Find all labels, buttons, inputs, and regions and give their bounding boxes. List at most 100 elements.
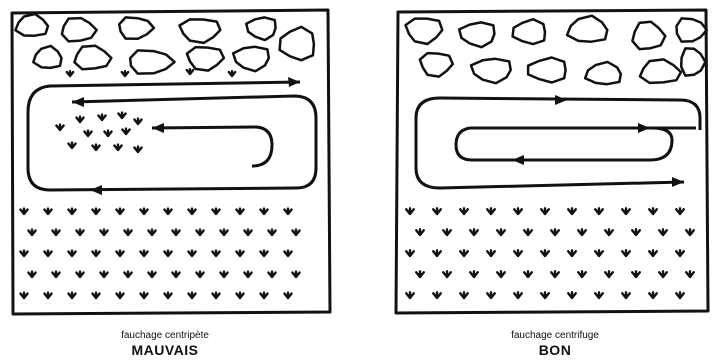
bush-shape <box>632 22 665 49</box>
bush-shape <box>119 17 154 38</box>
sprout-mark <box>416 229 424 235</box>
sprout-mark <box>260 293 267 298</box>
sprout-mark <box>649 292 657 298</box>
sprout-mark <box>622 208 630 214</box>
sprout-mark <box>578 229 586 235</box>
sprout-mark <box>20 293 27 298</box>
bush-shape <box>585 62 621 84</box>
sprout-mark <box>76 230 83 235</box>
right-bushes <box>406 16 707 85</box>
sprout-mark <box>100 272 107 277</box>
sprout-mark <box>514 208 522 214</box>
left-center-sprouts <box>56 113 141 152</box>
sprout-mark <box>116 209 123 214</box>
bush-shape <box>459 22 494 47</box>
sprout-mark <box>676 250 684 256</box>
sprout-mark <box>124 272 131 277</box>
sprout-mark <box>44 251 51 256</box>
sprout-mark <box>568 208 576 214</box>
sprout-mark <box>68 143 75 148</box>
sprout-mark <box>284 293 291 298</box>
sprout-mark <box>460 292 468 298</box>
sprout-mark <box>229 71 235 76</box>
sprout-mark <box>236 251 243 256</box>
sprout-mark <box>92 293 99 298</box>
sprout-mark <box>514 250 522 256</box>
sprout-mark <box>406 292 414 298</box>
left-caption: fauchage centripète <box>0 330 330 341</box>
left-inner-spiral <box>152 127 272 166</box>
sprout-mark <box>20 209 27 214</box>
sprout-mark <box>460 250 468 256</box>
sprout-mark <box>487 292 495 298</box>
bush-shape <box>62 18 97 41</box>
sprout-mark <box>52 272 59 277</box>
bush-shape <box>233 47 269 71</box>
bush-shape <box>513 19 545 44</box>
sprout-mark <box>122 129 129 134</box>
sprout-mark <box>236 293 243 298</box>
sprout-mark <box>632 229 640 235</box>
sprout-mark <box>260 251 267 256</box>
sprout-mark <box>67 71 73 76</box>
sprout-mark <box>541 292 549 298</box>
sprout-mark <box>524 271 532 277</box>
sprout-mark <box>497 271 505 277</box>
sprout-mark <box>68 251 75 256</box>
sprout-mark <box>188 209 195 214</box>
sprout-mark <box>676 208 684 214</box>
sprout-mark <box>568 250 576 256</box>
sprout-mark <box>98 115 105 120</box>
bush-shape <box>280 27 314 60</box>
left-bottom-sprouts <box>20 209 299 298</box>
sprout-mark <box>92 145 99 150</box>
sprout-mark <box>134 119 141 124</box>
sprout-mark <box>605 229 613 235</box>
sprout-mark <box>220 272 227 277</box>
sprout-mark <box>605 271 613 277</box>
right-panel <box>396 10 708 313</box>
sprout-mark <box>114 145 121 150</box>
sprout-mark <box>76 272 83 277</box>
sprout-mark <box>236 209 243 214</box>
sprout-mark <box>443 229 451 235</box>
sprout-mark <box>406 250 414 256</box>
sprout-mark <box>56 125 63 130</box>
sprout-mark <box>659 271 667 277</box>
sprout-mark <box>268 230 275 235</box>
right-caption: fauchage centrifuge <box>390 330 720 341</box>
sprout-mark <box>172 230 179 235</box>
sprout-mark <box>470 229 478 235</box>
sprout-mark <box>595 292 603 298</box>
sprout-mark <box>220 230 227 235</box>
sprout-mark <box>649 250 657 256</box>
sprout-mark <box>686 229 694 235</box>
bush-shape <box>74 46 111 69</box>
left-panel <box>12 10 330 314</box>
sprout-mark <box>443 271 451 277</box>
sprout-mark <box>541 250 549 256</box>
sprout-mark <box>212 251 219 256</box>
sprout-mark <box>260 209 267 214</box>
sprout-mark <box>92 209 99 214</box>
bush-shape <box>640 59 681 83</box>
sprout-mark <box>595 208 603 214</box>
bush-shape <box>406 19 443 44</box>
sprout-mark <box>487 208 495 214</box>
sprout-mark <box>148 230 155 235</box>
sprout-mark <box>632 271 640 277</box>
left-bushes <box>15 14 314 74</box>
sprout-mark <box>28 272 35 277</box>
bush-shape <box>677 18 707 41</box>
sprout-mark <box>406 208 414 214</box>
sprout-mark <box>52 230 59 235</box>
bush-shape <box>15 14 48 36</box>
sprout-mark <box>244 230 251 235</box>
sprout-mark <box>212 293 219 298</box>
sprout-mark <box>284 251 291 256</box>
sprout-mark <box>44 293 51 298</box>
sprout-mark <box>104 131 111 136</box>
left-verdict: MAUVAIS <box>0 342 330 358</box>
sprout-mark <box>551 271 559 277</box>
